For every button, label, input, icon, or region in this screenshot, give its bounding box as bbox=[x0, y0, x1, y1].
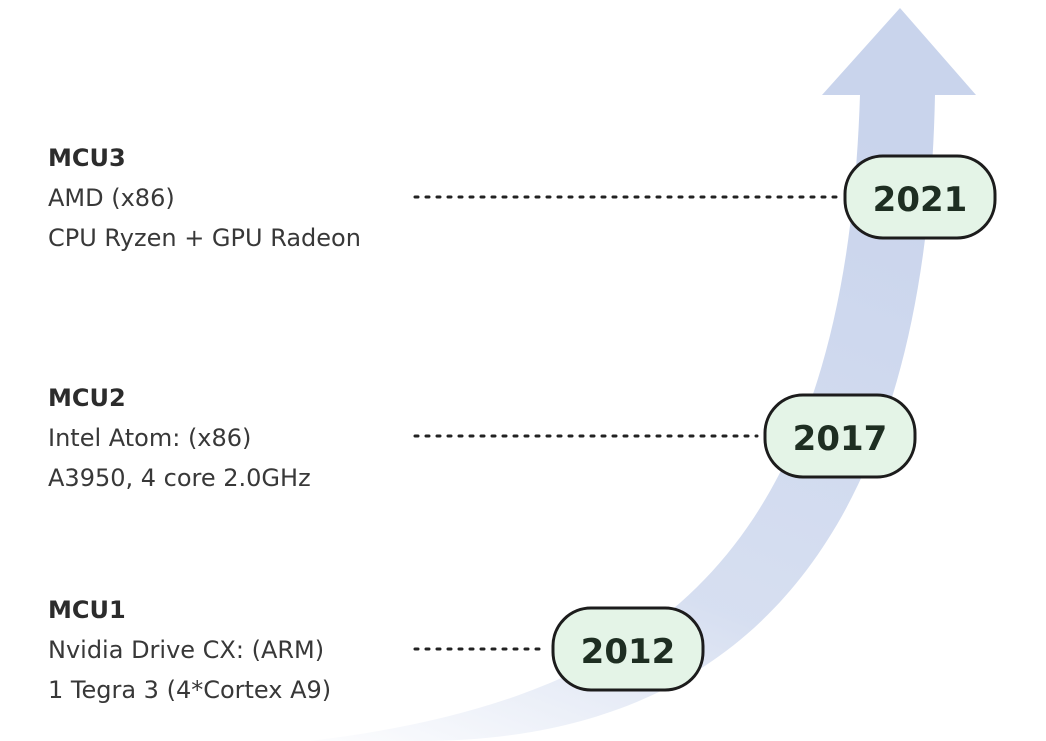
entry-mcu2: MCU2 Intel Atom: (x86) A3950, 4 core 2.0… bbox=[48, 378, 311, 498]
entry-mcu1: MCU1 Nvidia Drive CX: (ARM) 1 Tegra 3 (4… bbox=[48, 590, 331, 710]
entry-mcu3: MCU3 AMD (x86) CPU Ryzen + GPU Radeon bbox=[48, 138, 361, 258]
growth-arrow bbox=[310, 8, 976, 741]
entry-line: A3950, 4 core 2.0GHz bbox=[48, 464, 311, 492]
year-badge-2021: 2021 bbox=[843, 154, 997, 240]
entry-name: MCU1 bbox=[48, 596, 126, 624]
year-label: 2017 bbox=[793, 419, 888, 459]
entry-line: 1 Tegra 3 (4*Cortex A9) bbox=[48, 676, 332, 704]
entry-line: Intel Atom: (x86) bbox=[48, 424, 252, 452]
entry-line: Nvidia Drive CX: (ARM) bbox=[48, 636, 325, 664]
year-badge-2012: 2012 bbox=[551, 606, 705, 692]
year-badge-2017: 2017 bbox=[763, 393, 917, 479]
entry-line: CPU Ryzen + GPU Radeon bbox=[48, 224, 361, 252]
year-label: 2021 bbox=[873, 180, 968, 220]
entry-name: MCU2 bbox=[48, 384, 126, 412]
year-label: 2012 bbox=[581, 632, 676, 672]
entry-line: AMD (x86) bbox=[48, 184, 175, 212]
entry-name: MCU3 bbox=[48, 144, 126, 172]
